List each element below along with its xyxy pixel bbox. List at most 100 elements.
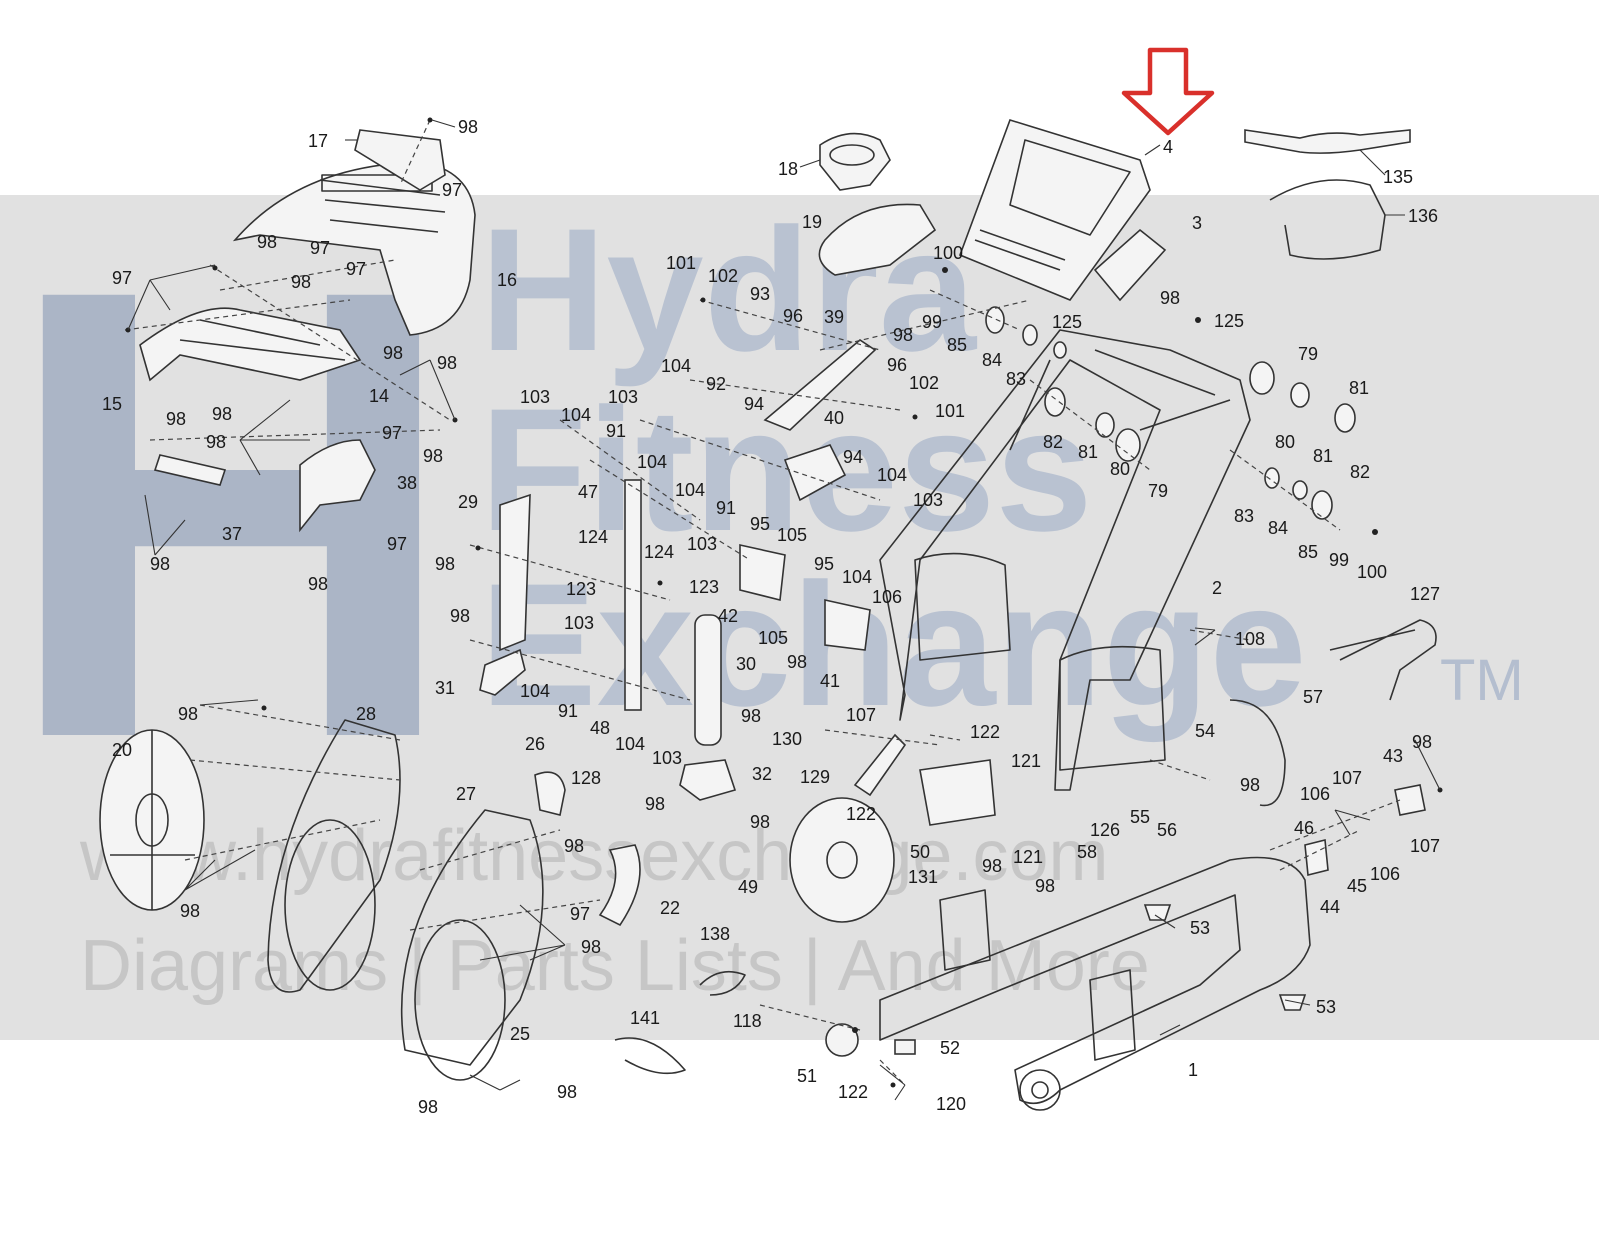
callout-28: 28 [356,704,376,724]
callout-49: 49 [738,877,758,897]
callout-118: 118 [733,1011,762,1031]
part-22 [598,844,641,927]
part-41 [824,599,871,651]
callout-53: 53 [1190,918,1210,938]
callout-98: 98 [150,554,170,574]
callout-98: 98 [1160,288,1180,308]
callout-79: 79 [1298,344,1318,364]
callout-98: 98 [1240,775,1260,795]
callout-135: 135 [1383,167,1413,187]
callout-124: 124 [644,542,674,562]
callout-108: 108 [1235,629,1265,649]
callout-26: 26 [525,734,545,754]
callout-84: 84 [1268,518,1288,538]
watermark-url: www.hydrafitnessexchange.com [79,816,1109,896]
callout-4: 4 [1163,137,1173,157]
part-17 [354,129,446,191]
part-3 [1093,228,1167,302]
callout-97: 97 [346,259,366,279]
callout-104: 104 [637,452,667,472]
callout-83: 83 [1006,369,1026,389]
callout-80: 80 [1275,432,1295,452]
callout-45: 45 [1347,876,1367,896]
callout-104: 104 [661,356,691,376]
callout-125: 125 [1052,312,1082,332]
callout-98: 98 [435,554,455,574]
callout-38: 38 [397,473,417,493]
callout-103: 103 [564,613,594,633]
watermark-logo-letters: H [0,156,462,871]
callout-105: 105 [758,628,788,648]
callout-81: 81 [1078,442,1098,462]
watermark-tagline: Diagrams | Parts Lists | And More [80,926,1150,1006]
callout-125: 125 [1214,311,1244,331]
callout-92: 92 [706,374,726,394]
part-44 [1304,838,1329,877]
callout-20: 20 [112,740,132,760]
callout-98: 98 [166,409,186,429]
callout-91: 91 [558,701,578,721]
part-flywheel-disc [99,729,205,911]
callout-50: 50 [910,842,930,862]
callout-100: 100 [933,243,963,263]
callout-141: 141 [630,1008,660,1028]
callout-103: 103 [520,387,550,407]
callout-40: 40 [824,408,844,428]
callout-54: 54 [1195,721,1215,741]
callout-121: 121 [1013,847,1043,867]
callout-98: 98 [1412,732,1432,752]
callout-98: 98 [383,343,403,363]
callout-42: 42 [718,606,738,626]
leader-lines [127,119,1441,1101]
callout-103: 103 [687,534,717,554]
callout-104: 104 [615,734,645,754]
part-53a [1143,904,1172,921]
part-38 [299,439,376,533]
callout-44: 44 [1320,897,1340,917]
callout-labels: 17 98 97 16 98 97 97 98 97 98 98 14 15 9… [102,117,1440,1117]
part-135 [1244,129,1411,154]
callout-98: 98 [178,704,198,724]
callout-95: 95 [814,554,834,574]
callout-51: 51 [797,1066,817,1086]
callout-101: 101 [666,253,696,273]
callout-98: 98 [180,901,200,921]
callout-107: 107 [846,705,876,725]
callout-128: 128 [571,768,601,788]
callout-98: 98 [1035,876,1055,896]
callout-46: 46 [1294,818,1314,838]
callout-122: 122 [970,722,1000,742]
callout-27: 27 [456,784,476,804]
callout-3: 3 [1192,213,1202,233]
callout-95: 95 [750,514,770,534]
callout-53: 53 [1316,997,1336,1017]
part-47 [624,479,642,711]
part-127 [1329,619,1437,701]
callout-94: 94 [843,447,863,467]
callout-102: 102 [708,266,738,286]
callout-98: 98 [418,1097,438,1117]
down-arrow-icon [1121,47,1215,136]
callout-37: 37 [222,524,242,544]
callout-14: 14 [369,386,389,406]
callout-83: 83 [1234,506,1254,526]
callout-104: 104 [675,480,705,500]
callout-96: 96 [887,355,907,375]
part-53b [1278,994,1307,1011]
callout-106: 106 [1300,784,1330,804]
callout-85: 85 [947,335,967,355]
part-hood [232,161,476,336]
callout-31: 31 [435,678,455,698]
callout-91: 91 [606,421,626,441]
callout-98: 98 [741,706,761,726]
callout-47: 47 [578,482,598,502]
callout-107: 107 [1410,836,1440,856]
callout-101: 101 [935,401,965,421]
assembly-lines [124,119,1401,1086]
part-upright [879,329,1251,791]
callout-127: 127 [1410,584,1440,604]
callout-98: 98 [291,272,311,292]
callout-52: 52 [940,1038,960,1058]
callout-98: 98 [893,325,913,345]
